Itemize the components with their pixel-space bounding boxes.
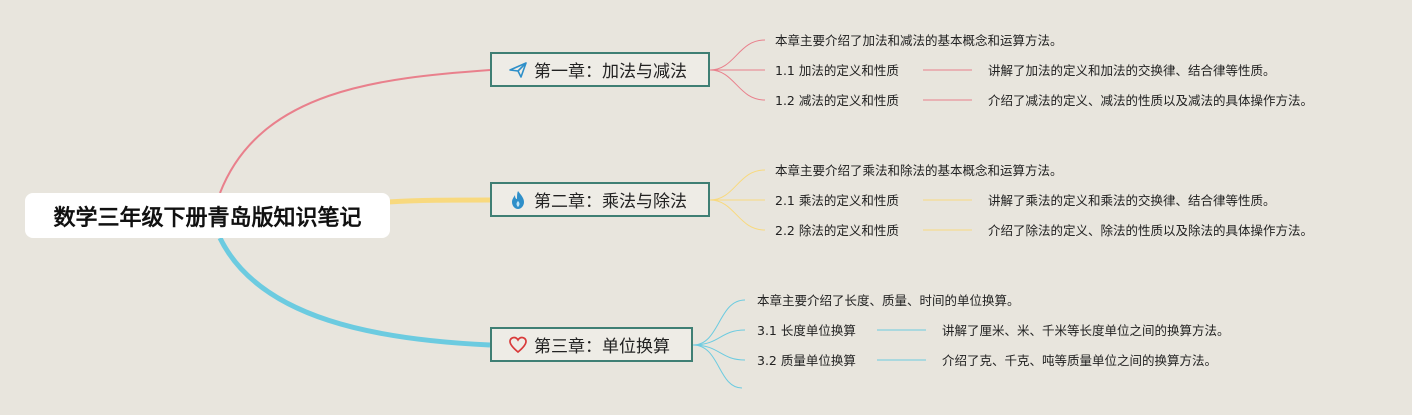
ch3-section-2-detail: 介绍了克、千克、吨等质量单位之间的换算方法。 bbox=[942, 353, 1218, 368]
ch1-section-1-detail: 讲解了加法的定义和加法的交换律、结合律等性质。 bbox=[988, 63, 1276, 78]
heart-icon bbox=[508, 335, 528, 355]
ch3-summary: 本章主要介绍了长度、质量、时间的单位换算。 bbox=[757, 293, 1020, 308]
ch3-sub-branches bbox=[692, 299, 926, 389]
branch-line-ch2 bbox=[387, 197, 491, 205]
ch2-section-2-title: 2.2 除法的定义和性质 bbox=[775, 223, 899, 238]
ch1-section-2-detail: 介绍了减法的定义、减法的性质以及减法的具体操作方法。 bbox=[988, 93, 1314, 108]
ch2-summary: 本章主要介绍了乘法和除法的基本概念和运算方法。 bbox=[775, 163, 1063, 178]
chapter-title: 第三章：单位换算 bbox=[534, 337, 670, 357]
ch2-section-2-detail: 介绍了除法的定义、除法的性质以及除法的具体操作方法。 bbox=[988, 223, 1314, 238]
ch1-sub-branches bbox=[709, 39, 972, 101]
paper-plane-icon bbox=[508, 60, 528, 80]
ch1-summary: 本章主要介绍了加法和减法的基本概念和运算方法。 bbox=[775, 33, 1063, 48]
chapter-title: 第一章：加法与减法 bbox=[534, 62, 687, 82]
ch2-sub-branches bbox=[709, 169, 972, 231]
ch1-section-1-title: 1.1 加法的定义和性质 bbox=[775, 63, 899, 78]
branch-line-ch3 bbox=[217, 236, 491, 348]
flame-icon bbox=[508, 190, 528, 210]
ch3-section-1-title: 3.1 长度单位换算 bbox=[757, 323, 856, 338]
chapter-node-2[interactable]: 第二章：乘法与除法 bbox=[490, 182, 710, 217]
ch3-section-1-detail: 讲解了厘米、米、千米等长度单位之间的换算方法。 bbox=[942, 323, 1230, 338]
ch3-section-2-title: 3.2 质量单位换算 bbox=[757, 353, 856, 368]
root-title: 数学三年级下册青岛版知识笔记 bbox=[53, 205, 362, 231]
branch-line-ch1 bbox=[219, 69, 491, 194]
root-node[interactable]: 数学三年级下册青岛版知识笔记 bbox=[25, 193, 390, 238]
ch1-section-2-title: 1.2 减法的定义和性质 bbox=[775, 93, 899, 108]
ch2-section-1-title: 2.1 乘法的定义和性质 bbox=[775, 193, 899, 208]
chapter-node-3[interactable]: 第三章：单位换算 bbox=[490, 327, 693, 362]
chapter-title: 第二章：乘法与除法 bbox=[534, 192, 687, 212]
ch2-section-1-detail: 讲解了乘法的定义和乘法的交换律、结合律等性质。 bbox=[988, 193, 1276, 208]
chapter-node-1[interactable]: 第一章：加法与减法 bbox=[490, 52, 710, 87]
